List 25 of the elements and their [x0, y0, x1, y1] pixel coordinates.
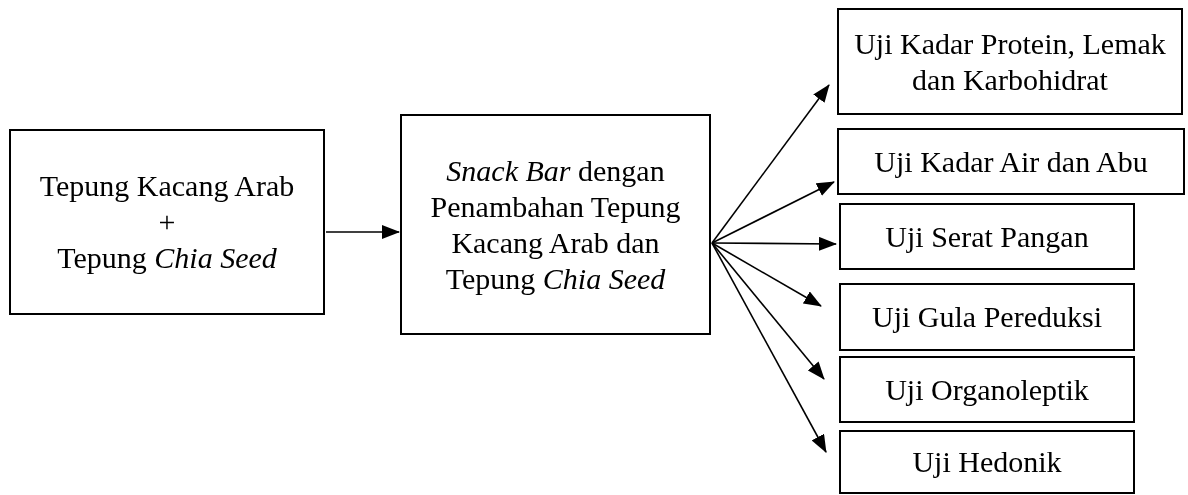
box-text: Snack Bar dengan Penambahan Tepung Kacang Arab dan Tepung Chia Seed: [429, 152, 682, 297]
box-text: Uji Gula Pereduksi: [872, 299, 1102, 335]
box-text: +: [158, 204, 176, 240]
process-box: [837, 8, 1183, 115]
box-text: Tepung Kacang Arab: [39, 168, 295, 204]
arrow: [325, 225, 400, 239]
box-text: Uji Organoleptik: [885, 371, 1089, 408]
box-text: Uji Kadar Air dan Abu: [874, 143, 1148, 180]
process-box: [839, 430, 1135, 494]
process-box: [9, 129, 325, 315]
arrow: [711, 242, 825, 380]
arrow: [711, 236, 837, 251]
box-text: Uji Kadar Protein, Lemak dan Karbohidrat: [853, 25, 1167, 98]
process-box: [839, 283, 1135, 351]
box-text: Uji Serat Pangan: [885, 218, 1089, 255]
process-box: [839, 203, 1135, 270]
box-text: Tepung Chia Seed: [57, 240, 277, 276]
arrow: [711, 181, 835, 244]
arrow: [711, 242, 822, 307]
process-box: [839, 356, 1135, 423]
box-text: Uji Hedonik: [912, 444, 1062, 480]
process-box: [837, 128, 1185, 195]
process-box: [400, 114, 711, 335]
arrow: [711, 84, 830, 244]
arrow: [711, 242, 827, 453]
